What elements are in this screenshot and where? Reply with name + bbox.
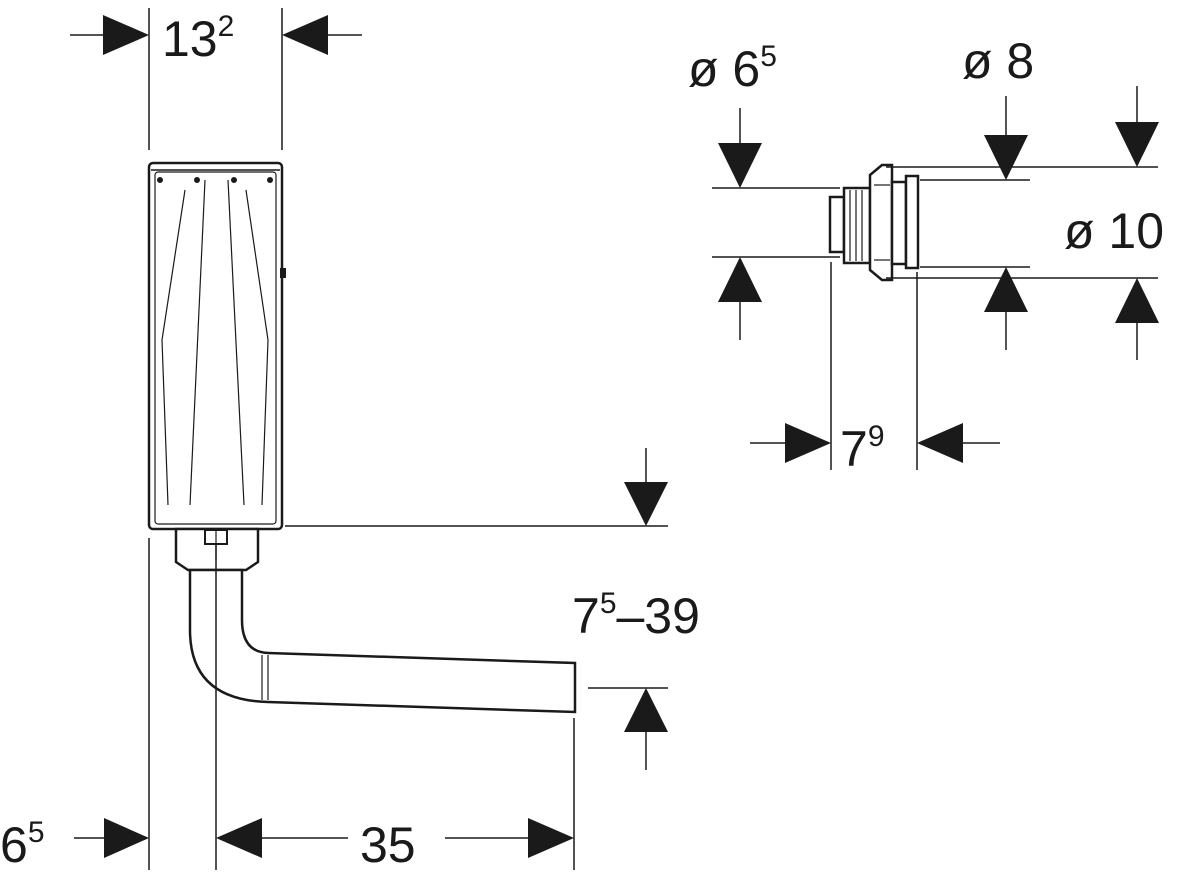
dim-offset-left: 65 [0, 538, 150, 873]
width-top-label: 132 [162, 10, 234, 67]
valve-depth-label: 79 [840, 420, 885, 477]
dia-small-label: ø 65 [688, 40, 777, 97]
dia-mid-label: ø 8 [962, 33, 1034, 89]
dim-width-top: 132 [70, 8, 362, 150]
flush-pipe [188, 568, 577, 714]
dim-valve-depth: 79 [750, 262, 1000, 477]
valve-part [828, 163, 920, 282]
dim-pipe-length: 35 [215, 545, 575, 873]
dia-large-label: ø 10 [1064, 203, 1164, 259]
dim-dia-small: ø 65 [688, 40, 840, 340]
cistern-body [147, 161, 286, 531]
pipe-length-label: 35 [360, 817, 416, 873]
offset-left-label: 65 [0, 816, 45, 873]
height-range-label: 75–39 [572, 587, 700, 644]
dim-height-range: 75–39 [285, 448, 700, 770]
outlet-connector [174, 527, 260, 572]
dim-dia-large: ø 10 [886, 86, 1164, 360]
dim-dia-mid: ø 8 [920, 33, 1034, 350]
